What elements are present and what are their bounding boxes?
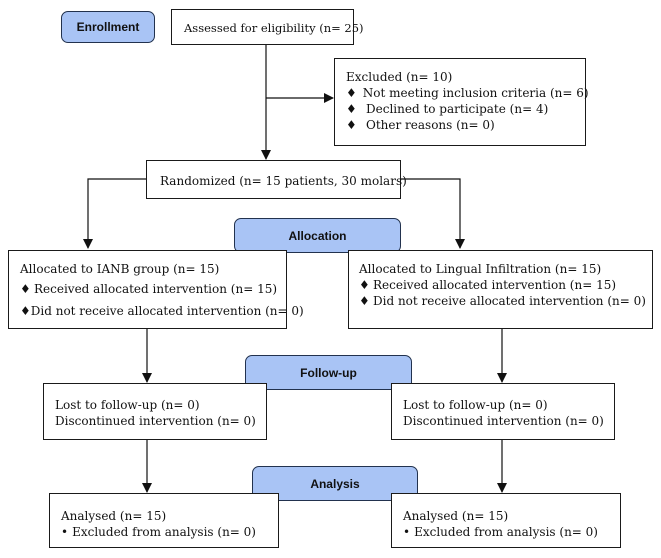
followup-left-discontinued: Discontinued intervention (n= 0) bbox=[55, 414, 256, 428]
randomized-box: Randomized (n= 15 patients, 30 molars) bbox=[146, 160, 407, 199]
analysis-right-box: Analysed (n= 15) • Excluded from analysi… bbox=[391, 493, 621, 548]
allocation-right-item-text: Did not receive allocated intervention (… bbox=[373, 294, 646, 308]
randomized-text: Randomized (n= 15 patients, 30 molars) bbox=[160, 174, 407, 188]
excluded-item-text: Not meeting inclusion criteria (n= 6) bbox=[362, 86, 589, 100]
allocation-left-title: Allocated to IANB group (n= 15) bbox=[20, 262, 220, 276]
bullet-icon: • bbox=[403, 525, 411, 539]
diamond-bullet-icon: ♦ bbox=[359, 294, 370, 308]
stage-analysis-label: Analysis bbox=[310, 476, 360, 491]
diamond-bullet-icon: ♦ bbox=[20, 304, 31, 318]
analysis-right-item-text: Excluded from analysis (n= 0) bbox=[414, 525, 598, 539]
allocation-left-box: Allocated to IANB group (n= 15) ♦ Receiv… bbox=[8, 250, 304, 329]
arrow-randomized-left bbox=[83, 178, 146, 249]
excluded-item: ♦ Other reasons (n= 0) bbox=[346, 117, 585, 133]
excluded-item: ♦ Not meeting inclusion criteria (n= 6) bbox=[346, 85, 589, 101]
allocation-right-box: Allocated to Lingual Infiltration (n= 15… bbox=[348, 250, 653, 329]
excluded-item-text: Declined to participate (n= 4) bbox=[366, 102, 549, 116]
analysis-right-title: Analysed (n= 15) bbox=[403, 509, 509, 523]
analysis-right-item: • Excluded from analysis (n= 0) bbox=[403, 524, 620, 540]
bullet-icon: • bbox=[61, 525, 69, 539]
assessed-text: Assessed for eligibility (n= 25) bbox=[184, 21, 364, 35]
stage-analysis: Analysis bbox=[252, 466, 418, 501]
allocation-right-item-text: Received allocated intervention (n= 15) bbox=[373, 278, 617, 292]
followup-right-box: Lost to follow-up (n= 0) Discontinued in… bbox=[391, 383, 615, 440]
allocation-right-item: ♦ Received allocated intervention (n= 15… bbox=[359, 277, 652, 293]
allocation-left-item-text: Did not receive allocated intervention (… bbox=[30, 304, 304, 318]
allocation-right-item: ♦ Did not receive allocated intervention… bbox=[359, 293, 652, 309]
allocation-right-title: Allocated to Lingual Infiltration (n= 15… bbox=[359, 262, 602, 276]
stage-allocation-label: Allocation bbox=[288, 228, 347, 243]
followup-right-discontinued: Discontinued intervention (n= 0) bbox=[403, 414, 604, 428]
followup-left-lost: Lost to follow-up (n= 0) bbox=[55, 398, 200, 412]
excluded-title: Excluded (n= 10) bbox=[346, 70, 453, 84]
followup-left-box: Lost to follow-up (n= 0) Discontinued in… bbox=[43, 383, 267, 440]
diamond-bullet-icon: ♦ bbox=[20, 282, 31, 296]
excluded-item: ♦ Declined to participate (n= 4) bbox=[346, 101, 585, 117]
stage-allocation: Allocation bbox=[234, 218, 401, 253]
allocation-left-item-text: Received allocated intervention (n= 15) bbox=[34, 282, 278, 296]
followup-right-lost: Lost to follow-up (n= 0) bbox=[403, 398, 548, 412]
analysis-left-item-text: Excluded from analysis (n= 0) bbox=[72, 525, 256, 539]
allocation-left-item: ♦ Received allocated intervention (n= 15… bbox=[20, 281, 286, 297]
stage-enrollment: Enrollment bbox=[61, 11, 155, 43]
stage-enrollment-label: Enrollment bbox=[76, 20, 140, 34]
diamond-bullet-icon: ♦ bbox=[346, 86, 357, 100]
diamond-bullet-icon: ♦ bbox=[346, 118, 357, 132]
stage-followup: Follow-up bbox=[245, 355, 412, 390]
assessed-box: Assessed for eligibility (n= 25) bbox=[171, 9, 364, 45]
analysis-left-title: Analysed (n= 15) bbox=[61, 509, 167, 523]
allocation-left-item: ♦ Did not receive allocated intervention… bbox=[20, 303, 304, 319]
arrow-randomized-right bbox=[401, 178, 465, 249]
stage-followup-label: Follow-up bbox=[300, 365, 357, 380]
excluded-item-text: Other reasons (n= 0) bbox=[366, 118, 495, 132]
diamond-bullet-icon: ♦ bbox=[346, 102, 357, 116]
diamond-bullet-icon: ♦ bbox=[359, 278, 370, 292]
analysis-left-item: • Excluded from analysis (n= 0) bbox=[61, 524, 278, 540]
excluded-box: Excluded (n= 10) ♦ Not meeting inclusion… bbox=[334, 58, 589, 146]
analysis-left-box: Analysed (n= 15) • Excluded from analysi… bbox=[49, 493, 279, 548]
